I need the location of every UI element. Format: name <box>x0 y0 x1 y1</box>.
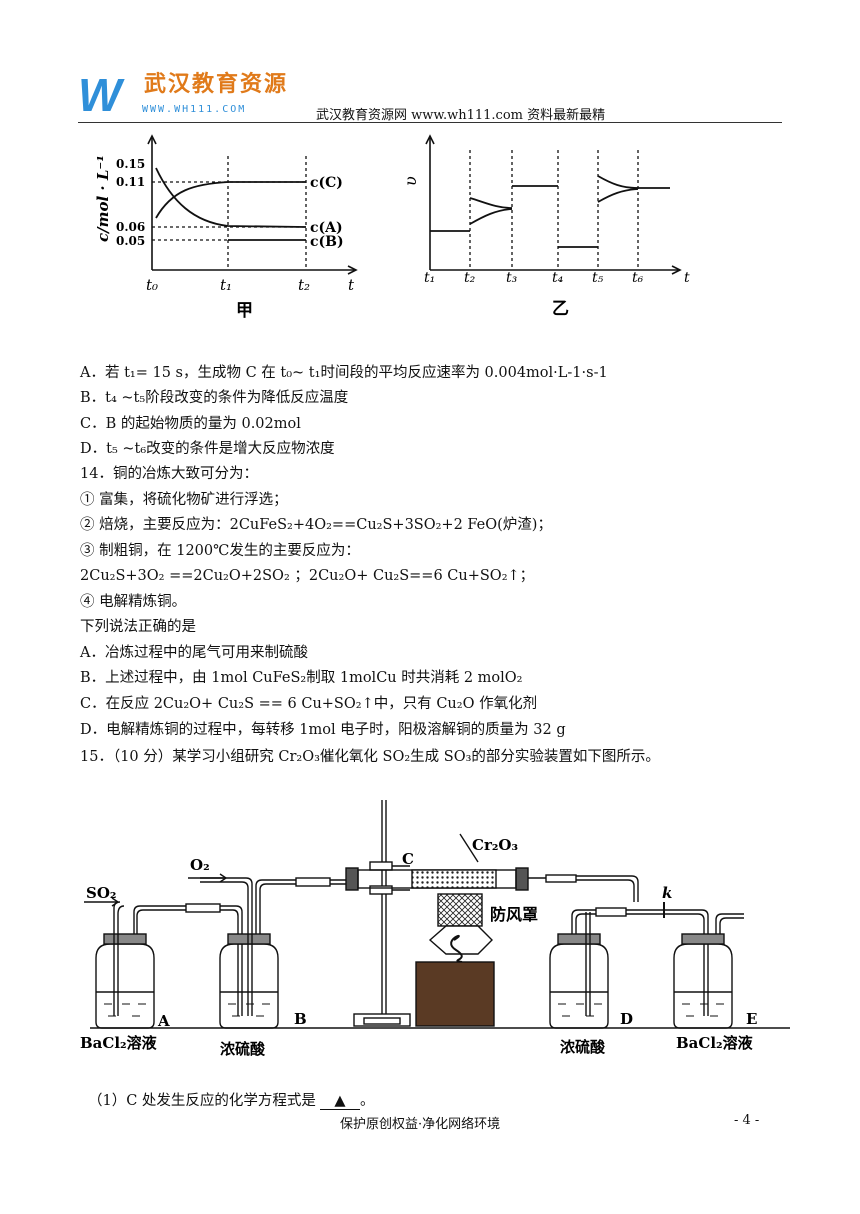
header: W 武汉教育资源 WWW.WH111.COM 武汉教育资源网 www.wh111… <box>78 66 782 124</box>
curve-label-c: c(C) <box>310 175 343 191</box>
option-c: C．B 的起始物质的量为 0.02mol <box>80 416 301 432</box>
page-number: - 4 - <box>734 1113 760 1128</box>
label-e: E <box>746 1010 757 1028</box>
option-d: D．电解精炼铜的过程中，每转移 1mol 电子时，阳极溶解铜的质量为 32 g <box>80 722 566 738</box>
x-tick: t₆ <box>632 270 644 286</box>
step-2: ② 焙烧，主要反应为：2CuFeS₂+4O₂==Cu₂S+3SO₂+2 FeO(… <box>80 517 552 533</box>
bottle-e-caption: BaCl₂溶液 <box>676 1034 754 1052</box>
graph-jia: c/mol · L⁻¹ 0.15 0.11 0.06 0.05 t₀ t₁ t₂… <box>94 134 358 321</box>
y-tick: 0.11 <box>116 175 145 189</box>
option-d: D．t₅ ~t₆改变的条件是增大反应物浓度 <box>80 441 335 457</box>
x-tick: t₂ <box>298 276 310 294</box>
bottle-d-caption: 浓硫酸 <box>560 1038 606 1056</box>
question-15: 15．（10 分）某学习小组研究 Cr₂O₃催化氧化 SO₂生成 SO₃的部分实… <box>80 749 660 765</box>
logo-icon: W <box>78 69 121 121</box>
option-a: A．冶炼过程中的尾气可用来制硫酸 <box>80 645 308 661</box>
footer-center: 保护原创权益·净化网络环境 <box>340 1117 501 1132</box>
x-tick: t₅ <box>592 270 604 286</box>
header-text: 武汉教育资源网 www.wh111.com 资料最新最精 <box>316 108 606 123</box>
label-a: A <box>157 1012 170 1030</box>
bottle-b-caption: 浓硫酸 <box>220 1040 266 1058</box>
sub-question-text: （1）C 处发生反应的化学方程式是 <box>88 1093 316 1109</box>
y-tick: 0.06 <box>116 220 145 234</box>
so2-label: SO₂ <box>86 884 116 902</box>
graph-yi: υ t₁ t₂ t₃ t₄ t₅ t₆ t 乙 <box>401 134 690 319</box>
x-tick: t <box>348 276 355 294</box>
cr2o3-label: Cr₂O₃ <box>472 836 518 854</box>
question-prompt: 下列说法正确的是 <box>80 619 196 635</box>
curve-label-a: c(A) <box>310 220 343 236</box>
k-label: k <box>662 884 672 902</box>
curve-label-b: c(B) <box>310 234 344 250</box>
question-14: 14．铜的冶炼大致可分为： <box>80 466 258 482</box>
graph-caption: 乙 <box>552 299 569 319</box>
x-tick: t₃ <box>506 270 518 286</box>
y-tick: 0.05 <box>116 234 145 248</box>
bottle-a-caption: BaCl₂溶液 <box>80 1034 158 1052</box>
x-tick: t₁ <box>424 270 435 286</box>
header-divider <box>78 122 782 123</box>
x-tick: t₂ <box>464 270 476 286</box>
equations: 2Cu₂S+3O₂ ==2Cu₂O+2SO₂ ；2Cu₂O+ Cu₂S==6 C… <box>80 568 535 584</box>
option-a: A．若 t₁= 15 s，生成物 C 在 t₀~ t₁时间段的平均反应速率为 0… <box>80 365 608 381</box>
graph-caption: 甲 <box>236 301 253 321</box>
logo-url: WWW.WH111.COM <box>142 104 247 115</box>
option-c: C．在反应 2Cu₂O+ Cu₂S == 6 Cu+SO₂↑中，只有 Cu₂O … <box>80 696 538 712</box>
step-3: ③ 制粗铜，在 1200℃发生的主要反应为： <box>80 543 360 559</box>
x-tick: t₁ <box>220 276 232 294</box>
label-b: B <box>294 1010 307 1028</box>
logo-title: 武汉教育资源 <box>144 71 289 97</box>
apparatus-diagram: SO₂ O₂ C Cr₂O₃ 防风罩 k A B D E BaCl₂溶液 浓硫酸… <box>80 800 790 1058</box>
x-tick: t <box>684 270 690 286</box>
option-b: B．上述过程中，由 1mol CuFeS₂制取 1molCu 时共消耗 2 mo… <box>80 670 523 686</box>
y-tick: 0.15 <box>116 157 145 171</box>
x-tick: t₄ <box>552 270 564 286</box>
c-label: C <box>402 850 414 868</box>
step-4: ④ 电解精炼铜。 <box>80 594 187 610</box>
label-d: D <box>620 1010 633 1028</box>
option-b: B．t₄ ~t₅阶段改变的条件为降低反应温度 <box>80 390 349 406</box>
y-axis-label: c/mol · L⁻¹ <box>94 155 112 242</box>
y-axis-label: υ <box>401 176 420 186</box>
o2-label: O₂ <box>190 856 210 874</box>
answer-blank: ▲ <box>319 1093 360 1110</box>
sub-question-1: （1）C 处发生反应的化学方程式是▲。 <box>88 1089 374 1110</box>
sub-question-end: 。 <box>359 1093 375 1109</box>
windshield-label: 防风罩 <box>490 905 538 924</box>
step-1: ① 富集，将硫化物矿进行浮选； <box>80 492 288 508</box>
x-tick: t₀ <box>146 276 158 294</box>
